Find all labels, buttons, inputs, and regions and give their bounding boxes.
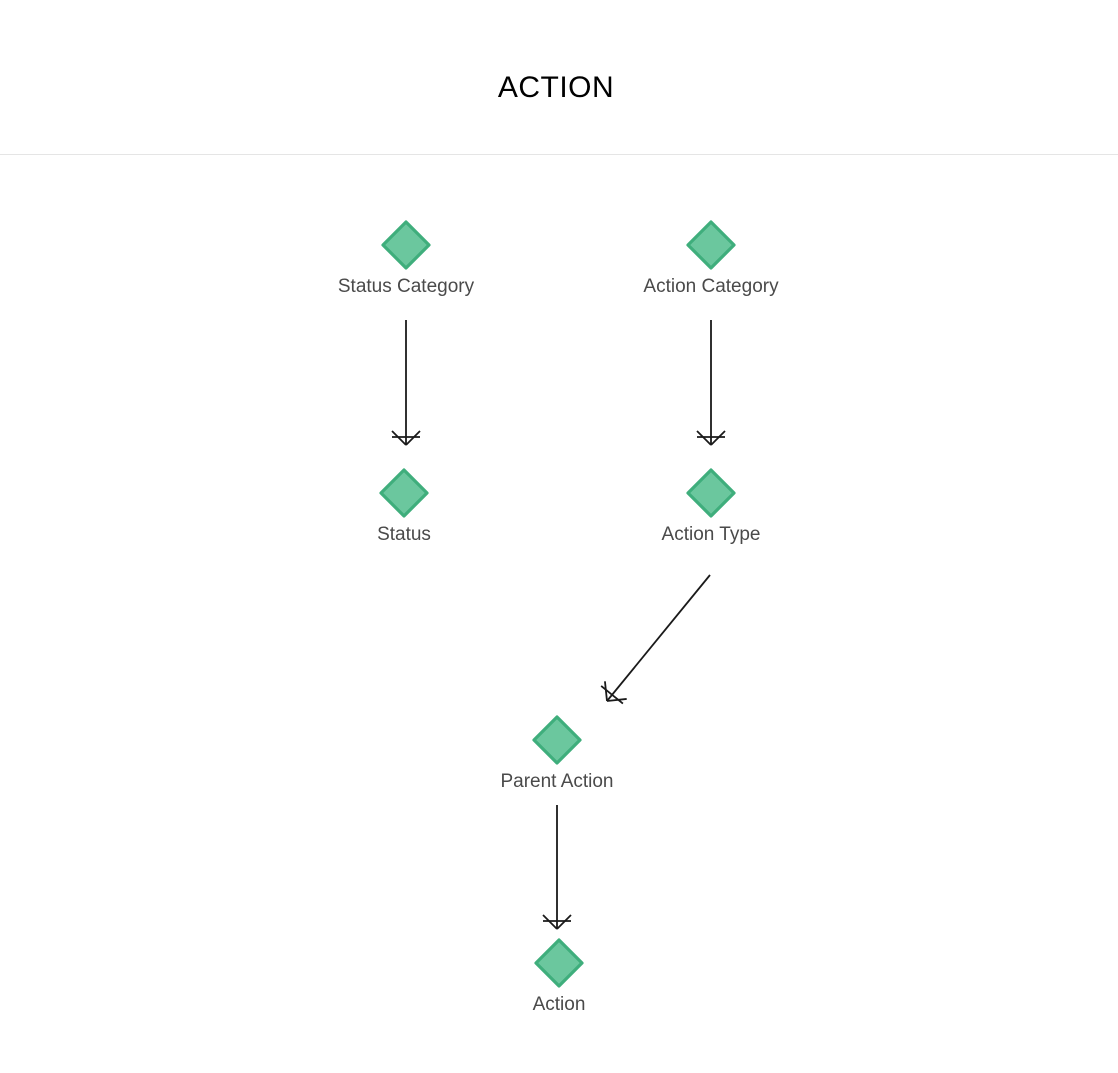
entity-label: Action Category	[643, 276, 779, 297]
entity-node-status-category[interactable]: Status Category	[321, 219, 491, 299]
entity-node-parent-action[interactable]: Parent Action	[472, 714, 642, 794]
entity-node-action-type[interactable]: Action Type	[626, 467, 796, 547]
entity-node-action-category[interactable]: Action Category	[626, 219, 796, 299]
er-diagram-canvas: Status Category Action Category Status A…	[0, 155, 1118, 1073]
diamond-icon	[685, 467, 737, 519]
edge-action-category-action-type	[696, 320, 726, 446]
entity-label: Action	[532, 994, 586, 1015]
diamond-icon	[685, 219, 737, 271]
edge-parent-action-action	[542, 805, 572, 930]
diamond-icon	[533, 937, 585, 989]
page-header: ACTION	[0, 0, 1118, 155]
edge-action-type-parent-action	[600, 574, 711, 705]
edge-status-category-status	[391, 320, 421, 446]
entity-label: Action Type	[661, 524, 761, 545]
page-title: ACTION	[497, 71, 615, 104]
diamond-icon	[378, 467, 430, 519]
entity-label: Status	[377, 524, 431, 545]
diamond-icon	[531, 714, 583, 766]
entity-label: Status Category	[337, 276, 475, 297]
entity-node-status[interactable]: Status	[319, 467, 489, 547]
diamond-icon	[380, 219, 432, 271]
entity-label: Parent Action	[500, 771, 614, 792]
entity-node-action[interactable]: Action	[474, 937, 644, 1017]
edge-layer	[391, 320, 726, 930]
